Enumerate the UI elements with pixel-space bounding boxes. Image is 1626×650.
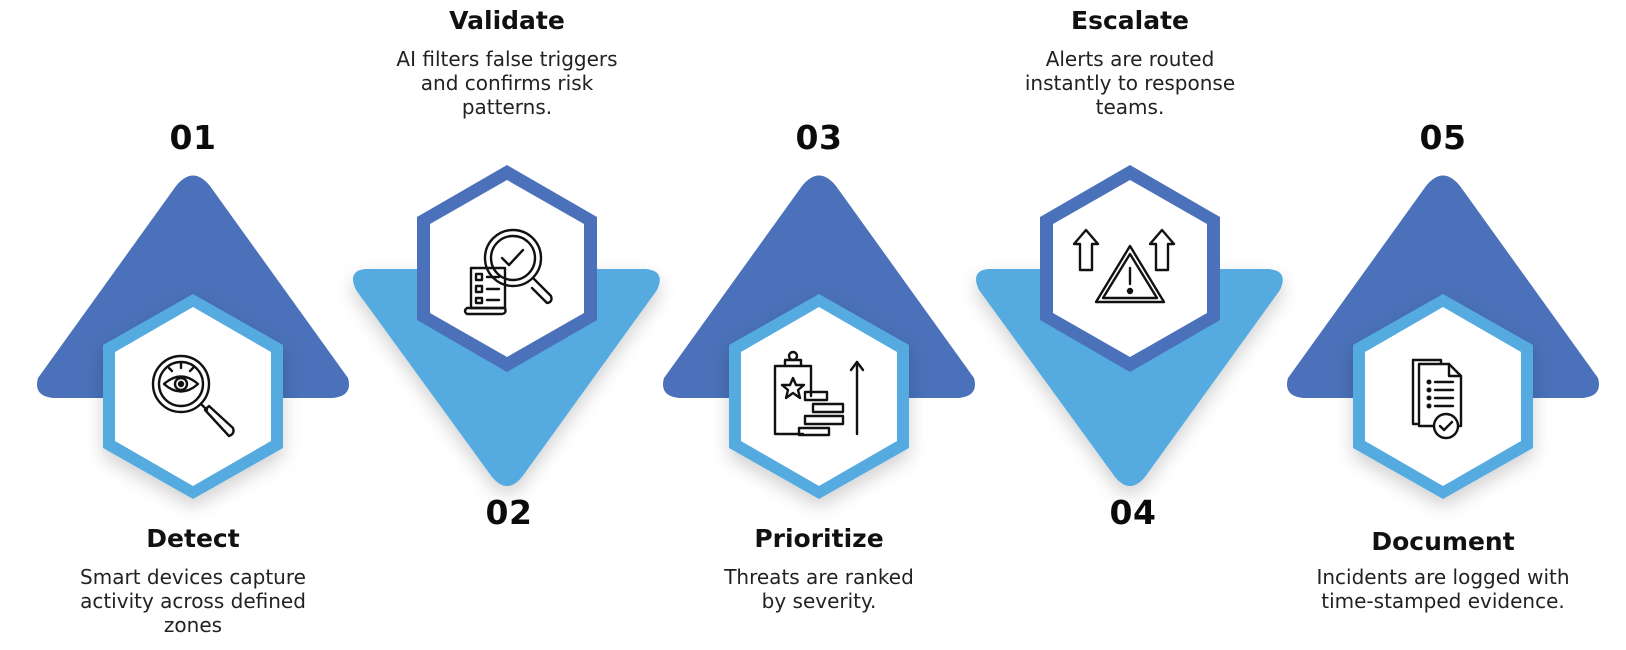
warning-arrows-icon	[1072, 228, 1176, 304]
step-01-description: Smart devices capture activity across de…	[80, 565, 306, 637]
step-04-number: 04	[1109, 493, 1157, 532]
step-05-shape	[1287, 175, 1599, 499]
step-01-shape	[37, 175, 349, 499]
step-02-shape	[353, 165, 660, 486]
step-04-shape	[976, 165, 1283, 486]
step-02-title: Validate	[449, 6, 565, 35]
step-02-description: AI filters false triggers and confirms r…	[396, 47, 618, 119]
step-03-title: Prioritize	[754, 524, 884, 553]
eye-magnifier-icon	[151, 354, 235, 438]
step-01-number: 01	[169, 118, 217, 157]
step-04-title: Escalate	[1071, 6, 1189, 35]
step-02-number: 02	[485, 493, 533, 532]
documents-check-icon	[1411, 358, 1463, 440]
step-03-number: 03	[795, 118, 843, 157]
step-04-description: Alerts are routed instantly to response …	[1024, 47, 1236, 119]
step-05-number: 05	[1419, 118, 1467, 157]
step-03-shape	[663, 175, 975, 499]
step-05-description: Incidents are logged with time-stamped e…	[1316, 565, 1570, 613]
checklist-magnifier-icon	[463, 228, 553, 316]
step-01-title: Detect	[146, 524, 240, 553]
step-05-title: Document	[1371, 527, 1515, 556]
step-03-description: Threats are ranked by severity.	[724, 565, 914, 613]
clipboard-ranking-icon	[773, 350, 865, 437]
